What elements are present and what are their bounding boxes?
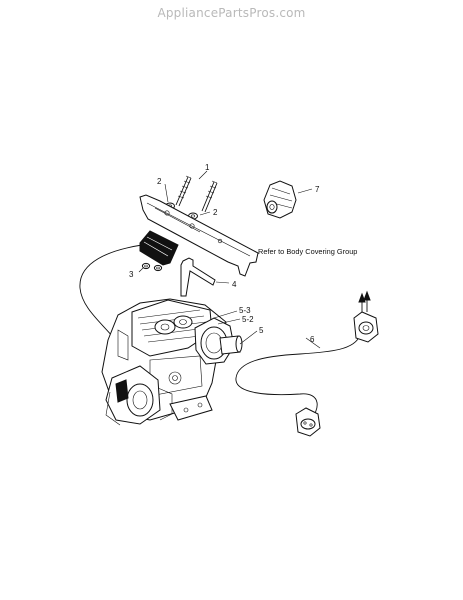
watermark-text: AppliancePartsPros.com (157, 6, 306, 20)
cover-plate-bracket[interactable] (139, 194, 259, 277)
bolt-part-1[interactable] (175, 170, 218, 213)
callout-7: 7 (315, 185, 320, 194)
ignition-coil[interactable] (79, 230, 179, 351)
callout-6: 6 (310, 335, 315, 344)
switch-part-7[interactable] (263, 180, 313, 219)
callout-4: 4 (232, 280, 237, 289)
callout-1: 1 (205, 163, 210, 172)
callout-3: 3 (129, 270, 134, 279)
reference-note: Refer to Body Covering Group (258, 247, 357, 256)
lever-part-4[interactable] (180, 257, 230, 297)
callout-5: 5 (259, 326, 264, 335)
power-cord-part-6[interactable] (235, 290, 379, 437)
engine-body[interactable] (101, 298, 243, 426)
callout-2b: 2 (213, 208, 218, 217)
nut-part-3[interactable] (138, 262, 163, 273)
callout-2a: 2 (157, 177, 162, 186)
callout-5-2: 5-2 (242, 315, 254, 324)
callout-5-3: 5-3 (239, 306, 251, 315)
